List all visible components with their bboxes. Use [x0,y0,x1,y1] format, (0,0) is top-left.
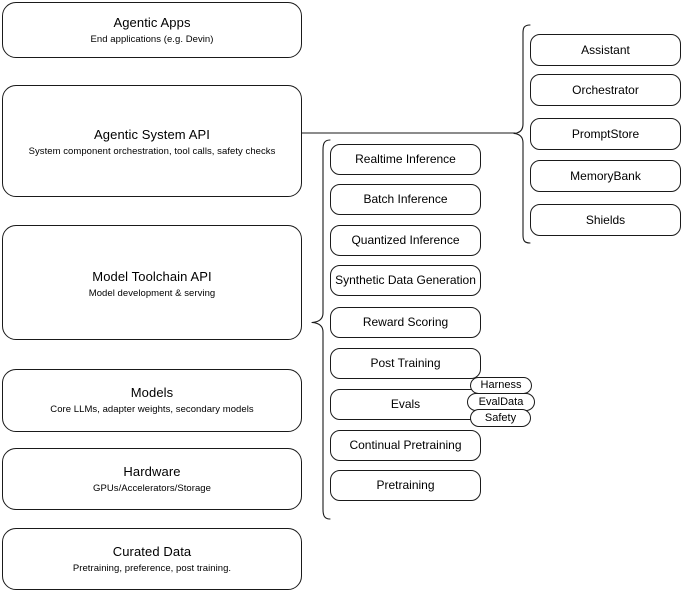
capability-label: Quantized Inference [351,233,460,247]
evals-badge-label: Harness [480,379,522,391]
layer-subtitle: Model development & serving [88,288,216,299]
layer-title: Curated Data [112,543,192,559]
agentic-system-connector-line [301,127,517,139]
component-promptstore[interactable]: PromptStore [530,118,681,150]
capability-label: Pretraining [376,478,435,492]
layer-title: Agentic System API [94,127,210,142]
component-assistant[interactable]: Assistant [530,34,681,66]
layer-title: Models [130,385,174,400]
capability-realtime-inference[interactable]: Realtime Inference [330,144,481,175]
component-label: MemoryBank [570,168,641,183]
capability-label: Post Training [370,356,441,370]
capability-batch-inference[interactable]: Batch Inference [330,184,481,215]
evals-badge-evaldata[interactable]: EvalData [467,393,535,411]
evals-badge-safety[interactable]: Safety [470,409,531,427]
stack-layer-agentic-system-api[interactable]: Agentic System API System component orch… [2,85,302,197]
capability-evals[interactable]: Evals [330,389,481,420]
agentic-system-components-brace [512,24,532,244]
evals-badge-label: EvalData [478,395,524,408]
capability-label: Synthetic Data Generation [335,273,476,287]
stack-layer-agentic-apps[interactable]: Agentic Apps End applications (e.g. Devi… [2,2,302,58]
evals-badge-harness[interactable]: Harness [470,377,532,394]
layer-subtitle: End applications (e.g. Devin) [90,33,214,45]
component-label: Shields [585,212,626,227]
capability-label: Evals [390,397,421,411]
component-shields[interactable]: Shields [530,204,681,236]
layer-title: Hardware [123,463,181,479]
stack-layer-hardware[interactable]: Hardware GPUs/Accelerators/Storage [2,448,302,510]
stack-layer-curated-data[interactable]: Curated Data Pretraining, preference, po… [2,528,302,590]
model-toolchain-capabilities-brace [310,139,332,521]
capability-pretraining[interactable]: Pretraining [330,470,481,501]
capability-synthetic-data-generation[interactable]: Synthetic Data Generation [330,265,481,296]
component-orchestrator[interactable]: Orchestrator [530,74,681,106]
component-label: Orchestrator [572,82,639,97]
component-label: Assistant [581,42,630,57]
layer-subtitle: System component orchestration, tool cal… [28,146,276,157]
component-memorybank[interactable]: MemoryBank [530,160,681,192]
stack-layer-models[interactable]: Models Core LLMs, adapter weights, secon… [2,369,302,432]
capability-quantized-inference[interactable]: Quantized Inference [330,225,481,256]
capability-label: Continual Pretraining [349,438,462,452]
capability-label: Realtime Inference [355,152,456,166]
stack-layer-model-toolchain-api[interactable]: Model Toolchain API Model development & … [2,225,302,340]
component-label: PromptStore [571,126,640,141]
capability-reward-scoring[interactable]: Reward Scoring [330,307,481,338]
layer-title: Agentic Apps [113,14,191,30]
capability-post-training[interactable]: Post Training [330,348,481,379]
layer-title: Model Toolchain API [92,269,212,284]
capability-continual-pretraining[interactable]: Continual Pretraining [330,430,481,461]
evals-badge-label: Safety [484,411,517,424]
capability-label: Reward Scoring [362,315,449,329]
layer-subtitle: Pretraining, preference, post training. [72,562,232,574]
layer-subtitle: GPUs/Accelerators/Storage [93,482,211,494]
layer-subtitle: Core LLMs, adapter weights, secondary mo… [50,404,254,415]
capability-label: Batch Inference [363,192,448,206]
